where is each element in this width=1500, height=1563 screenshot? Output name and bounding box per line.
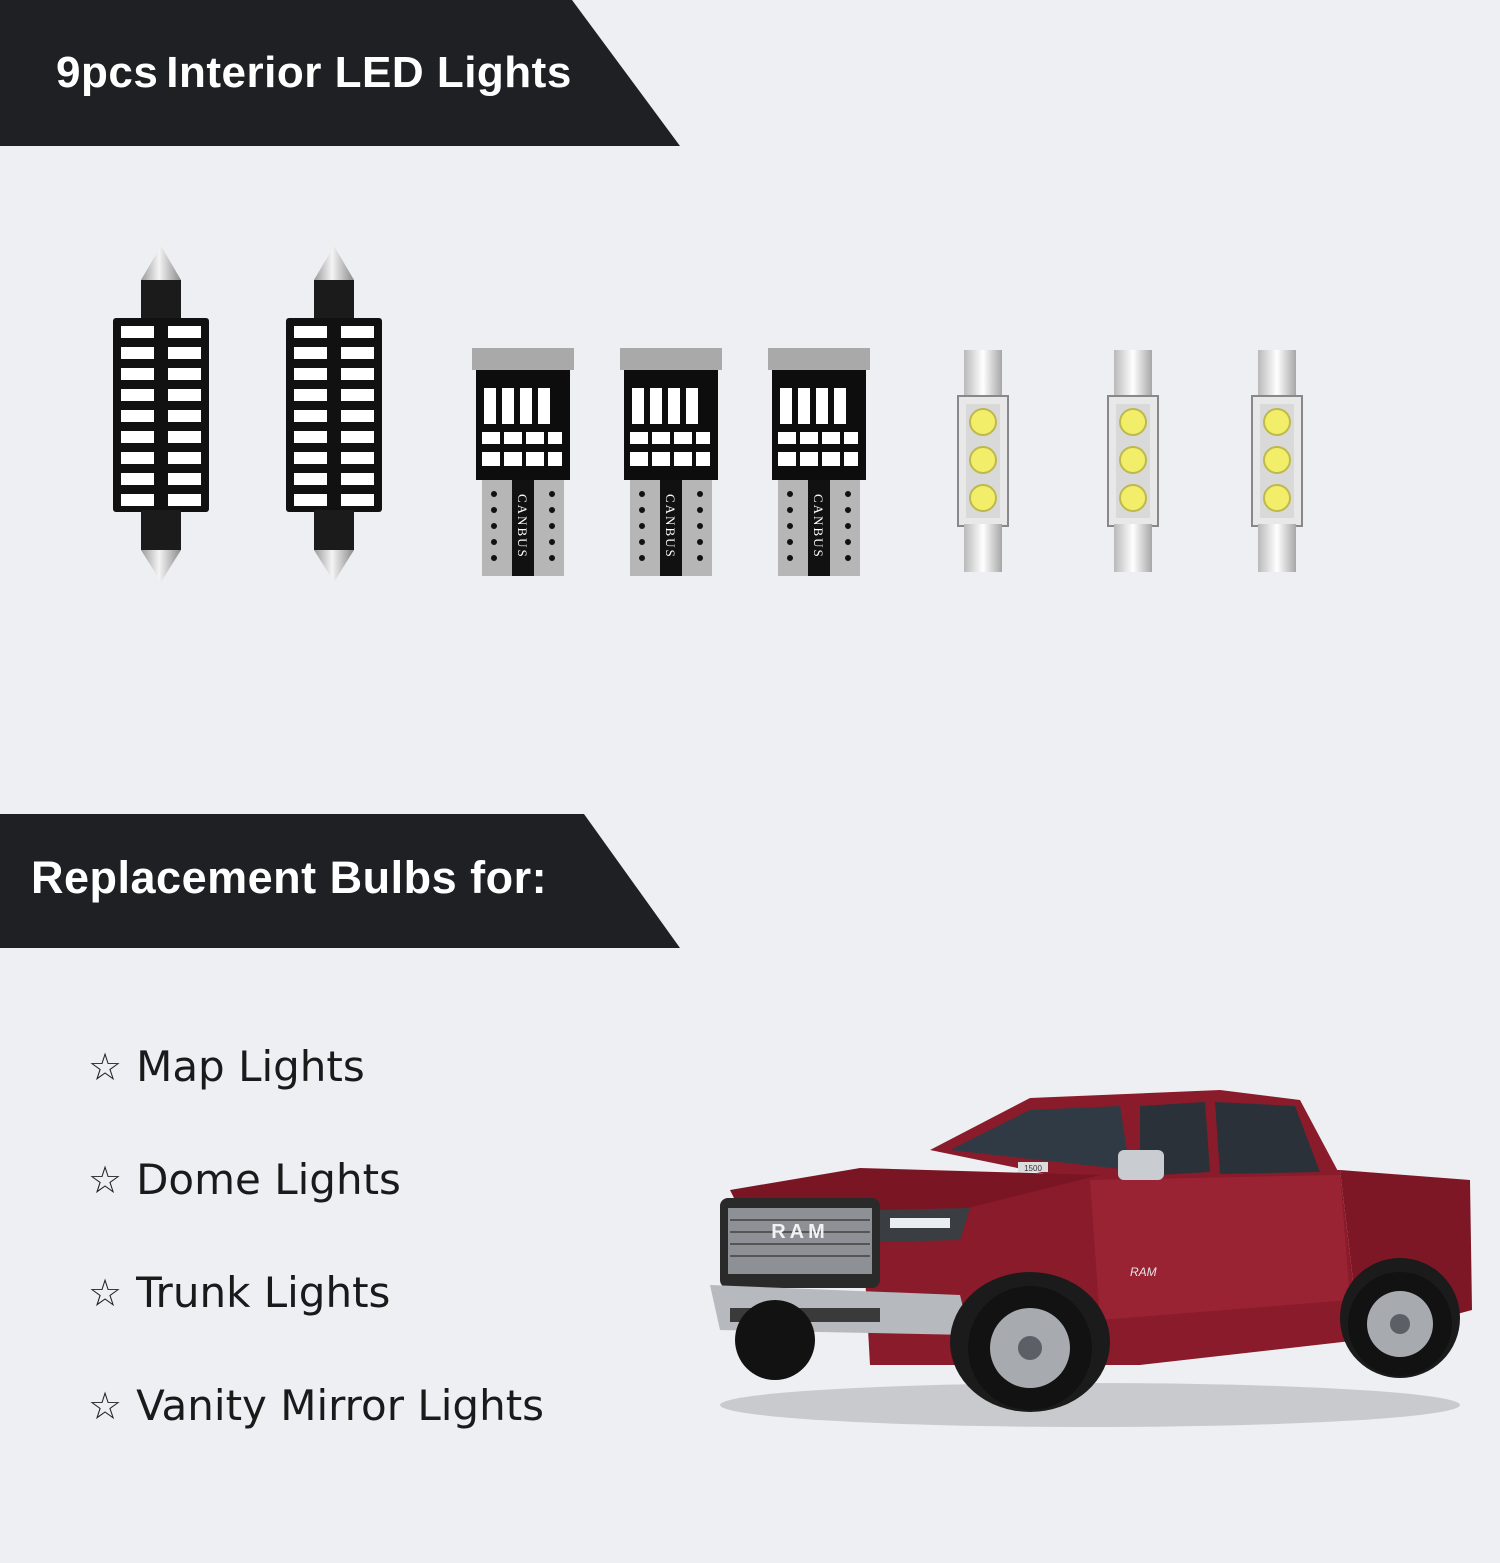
list-item: ☆ Trunk Lights	[88, 1236, 544, 1349]
festoon-bulb	[286, 246, 382, 582]
star-icon: ☆	[88, 1044, 123, 1089]
t10-wedge-bulb: CANBUS	[472, 348, 574, 576]
list-item: ☆ Vanity Mirror Lights	[88, 1349, 544, 1462]
star-icon: ☆	[88, 1270, 123, 1315]
product-title: Interior LED Lights	[166, 48, 572, 97]
bulb-set: CANBUS CANBUS CANBUS	[113, 246, 1303, 582]
star-icon: ☆	[88, 1383, 123, 1428]
fuse-bulb	[957, 349, 1009, 573]
canbus-label: CANBUS	[811, 494, 826, 559]
side-badge: RAM	[1130, 1265, 1157, 1279]
festoon-bulb	[113, 246, 209, 582]
piece-count: 9pcs	[56, 48, 159, 97]
fuse-bulb	[1107, 349, 1159, 573]
grille-badge: RAM	[771, 1221, 829, 1243]
canbus-label: CANBUS	[515, 494, 530, 559]
list-item: ☆ Map Lights	[88, 1010, 544, 1123]
application-label: Vanity Mirror Lights	[136, 1381, 545, 1430]
emblem-badge: 1500	[1024, 1164, 1042, 1173]
star-icon: ☆	[88, 1157, 123, 1202]
top-banner	[0, 0, 680, 146]
canbus-label: CANBUS	[663, 494, 678, 559]
bottom-banner-title: Replacement Bulbs for:	[31, 852, 548, 903]
application-label: Map Lights	[136, 1042, 365, 1091]
list-item: ☆ Dome Lights	[88, 1123, 544, 1236]
fuse-bulb	[1251, 349, 1303, 573]
pickup-truck-image: RAM 1500 RAM	[710, 1090, 1472, 1427]
t10-wedge-bulb: CANBUS	[768, 348, 870, 576]
application-label: Dome Lights	[136, 1155, 401, 1204]
t10-wedge-bulb: CANBUS	[620, 348, 722, 576]
bottom-banner	[0, 814, 680, 948]
applications-list: ☆ Map Lights ☆ Dome Lights ☆ Trunk Lights ☆…	[88, 1010, 544, 1462]
application-label: Trunk Lights	[136, 1268, 391, 1317]
